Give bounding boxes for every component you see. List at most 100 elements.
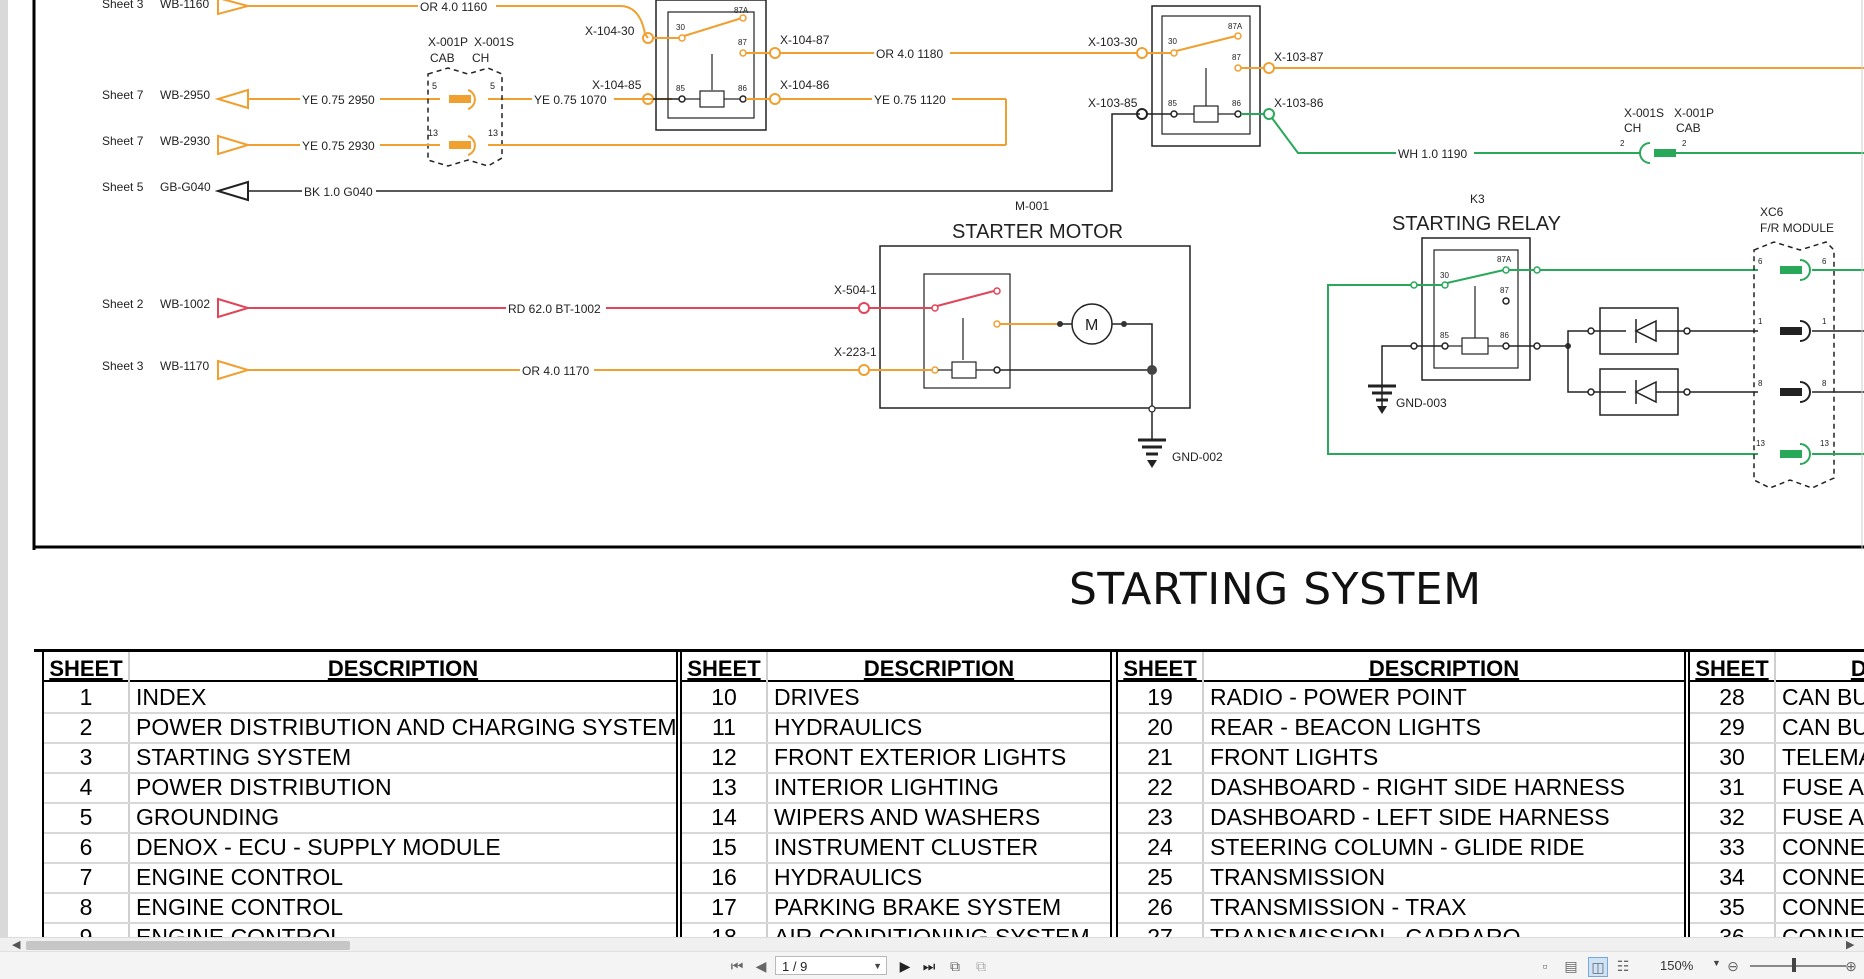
- scroll-right-icon[interactable]: ▶: [1846, 939, 1855, 951]
- conn-x103-87: X-103-87: [1274, 50, 1324, 64]
- wire-label-or-1180: OR 4.0 1180: [876, 47, 943, 61]
- connector-x001p-label: X-001P: [428, 35, 468, 49]
- index-header: SHEET DESCRIPTION: [44, 652, 676, 682]
- description-header: DESCRIPTION: [327, 656, 479, 681]
- first-page-icon[interactable]: ⏮: [730, 958, 744, 974]
- socket: [1799, 259, 1811, 281]
- ref-sheet-label: Sheet 7: [102, 134, 144, 148]
- wire-label-ye-2950: YE 0.75 2950: [302, 93, 375, 107]
- sheet-description: HYDRAULICS: [774, 864, 923, 890]
- title-divider: [34, 649, 1864, 652]
- node: [1057, 321, 1063, 327]
- relay-coil: [1461, 337, 1489, 355]
- pin-8: 8: [1758, 379, 1763, 388]
- horizontal-scroll-thumb[interactable]: [26, 941, 350, 950]
- conn-x001s-r: X-001S: [1624, 106, 1664, 120]
- sheet-number: 22: [1147, 774, 1173, 800]
- sheet-number: 30: [1719, 744, 1745, 770]
- connector-cab-label: CAB: [430, 51, 455, 65]
- zoom-level[interactable]: 150%: [1660, 958, 1694, 973]
- zoom-out-icon[interactable]: ⊖: [1727, 958, 1739, 974]
- index-header: SHEET DESCRIPTION: [1690, 652, 1864, 682]
- continuous-facing-icon[interactable]: ☷: [1616, 958, 1630, 974]
- terminal: [858, 302, 870, 314]
- sheet-number: 17: [711, 894, 737, 920]
- xc6-pin-1: [1780, 327, 1802, 335]
- contact: [1234, 64, 1242, 72]
- chevron-down-icon[interactable]: ▼: [873, 961, 882, 971]
- wire-gnd003: [1381, 345, 1412, 410]
- ref-sheet-label: Sheet 7: [102, 88, 144, 102]
- prev-page-icon[interactable]: ◀: [755, 958, 767, 974]
- ref-sheet-label: Sheet 5: [102, 180, 144, 194]
- contact: [1502, 297, 1510, 305]
- pin-8-r: 8: [1822, 379, 1827, 388]
- last-page-icon[interactable]: ⏭: [922, 958, 936, 974]
- contact: [1502, 266, 1510, 274]
- connector-pin-13: [449, 141, 471, 149]
- sheet-number: 33: [1719, 834, 1745, 860]
- pin-30: 30: [1440, 271, 1449, 280]
- sheet-number: 27: [1147, 924, 1173, 937]
- ref-arrow: [217, 297, 252, 319]
- sheet-header: SHEET: [49, 656, 123, 681]
- single-page-icon[interactable]: ▫: [1542, 958, 1548, 974]
- relay-x103-outer: [1151, 5, 1261, 147]
- terminal: [769, 93, 781, 105]
- contact: [1441, 281, 1449, 289]
- sheet-description: RADIO - POWER POINT: [1210, 684, 1467, 710]
- next-page-icon[interactable]: ▶: [899, 958, 911, 974]
- sheet-number: 9: [79, 924, 93, 937]
- facing-icon[interactable]: ◫: [1588, 957, 1608, 977]
- ref-wb-1170: Sheet 3 WB-1170: [102, 359, 252, 381]
- description-header: DESCRIPTION: [1850, 656, 1864, 681]
- index-header: SHEET DESCRIPTION: [1118, 652, 1684, 682]
- xc6-pin-8: [1780, 388, 1802, 396]
- sheet-description: CONNECTO: [1782, 864, 1864, 890]
- ref-wb-2950: Sheet 7 WB-2950: [102, 88, 249, 110]
- ref-wire-label: WB-1170: [160, 359, 209, 373]
- scroll-left-icon[interactable]: ◀: [12, 939, 21, 951]
- continuous-icon[interactable]: ▤: [1564, 958, 1578, 974]
- document-viewport[interactable]: Sheet 3 WB-1160 OR 4.0 1160 Sheet 7 WB-2…: [0, 0, 1864, 937]
- zoom-dropdown-icon[interactable]: ▼: [1712, 958, 1721, 968]
- table-row: 36CONNECTO: [1690, 922, 1864, 937]
- conn-x104-30: X-104-30: [585, 24, 635, 38]
- next-view-icon[interactable]: ⧉: [976, 958, 986, 974]
- gnd-003-label: GND-003: [1396, 396, 1447, 410]
- ref-sheet-label: Sheet 3: [102, 0, 144, 11]
- sheet-description: FRONT EXTERIOR LIGHTS: [774, 744, 1067, 770]
- contact: [993, 287, 1001, 295]
- sheet-number: 13: [711, 774, 737, 800]
- relay-x104-inner: [667, 11, 755, 119]
- sheet-description: ENGINE CONTROL: [136, 864, 344, 890]
- ref-wb-1002: Sheet 2 WB-1002: [102, 297, 252, 319]
- wire-bk-g040-b: [376, 113, 1140, 192]
- ref-arrow: [217, 134, 252, 156]
- zoom-slider-track[interactable]: [1750, 965, 1846, 967]
- previous-view-icon[interactable]: ⧉: [950, 958, 960, 974]
- zoom-slider-thumb[interactable]: [1792, 958, 1796, 972]
- pin-87: 87: [1500, 286, 1509, 295]
- column-separator: [1774, 652, 1776, 937]
- sheet-number: 18: [711, 924, 737, 937]
- sheet-description: FUSE AND: [1782, 804, 1864, 830]
- horizontal-scrollbar[interactable]: ◀ ▶: [0, 937, 1864, 952]
- connector-x001-housing: [427, 67, 503, 167]
- terminal: [858, 364, 870, 376]
- sheet-number: 32: [1719, 804, 1745, 830]
- ground-symbol-gnd003: [1368, 384, 1396, 414]
- zoom-in-icon[interactable]: ⊕: [1845, 958, 1857, 974]
- page-number-field[interactable]: 1 / 9▼: [775, 956, 887, 975]
- sheet-description: FUSE AND: [1782, 774, 1864, 800]
